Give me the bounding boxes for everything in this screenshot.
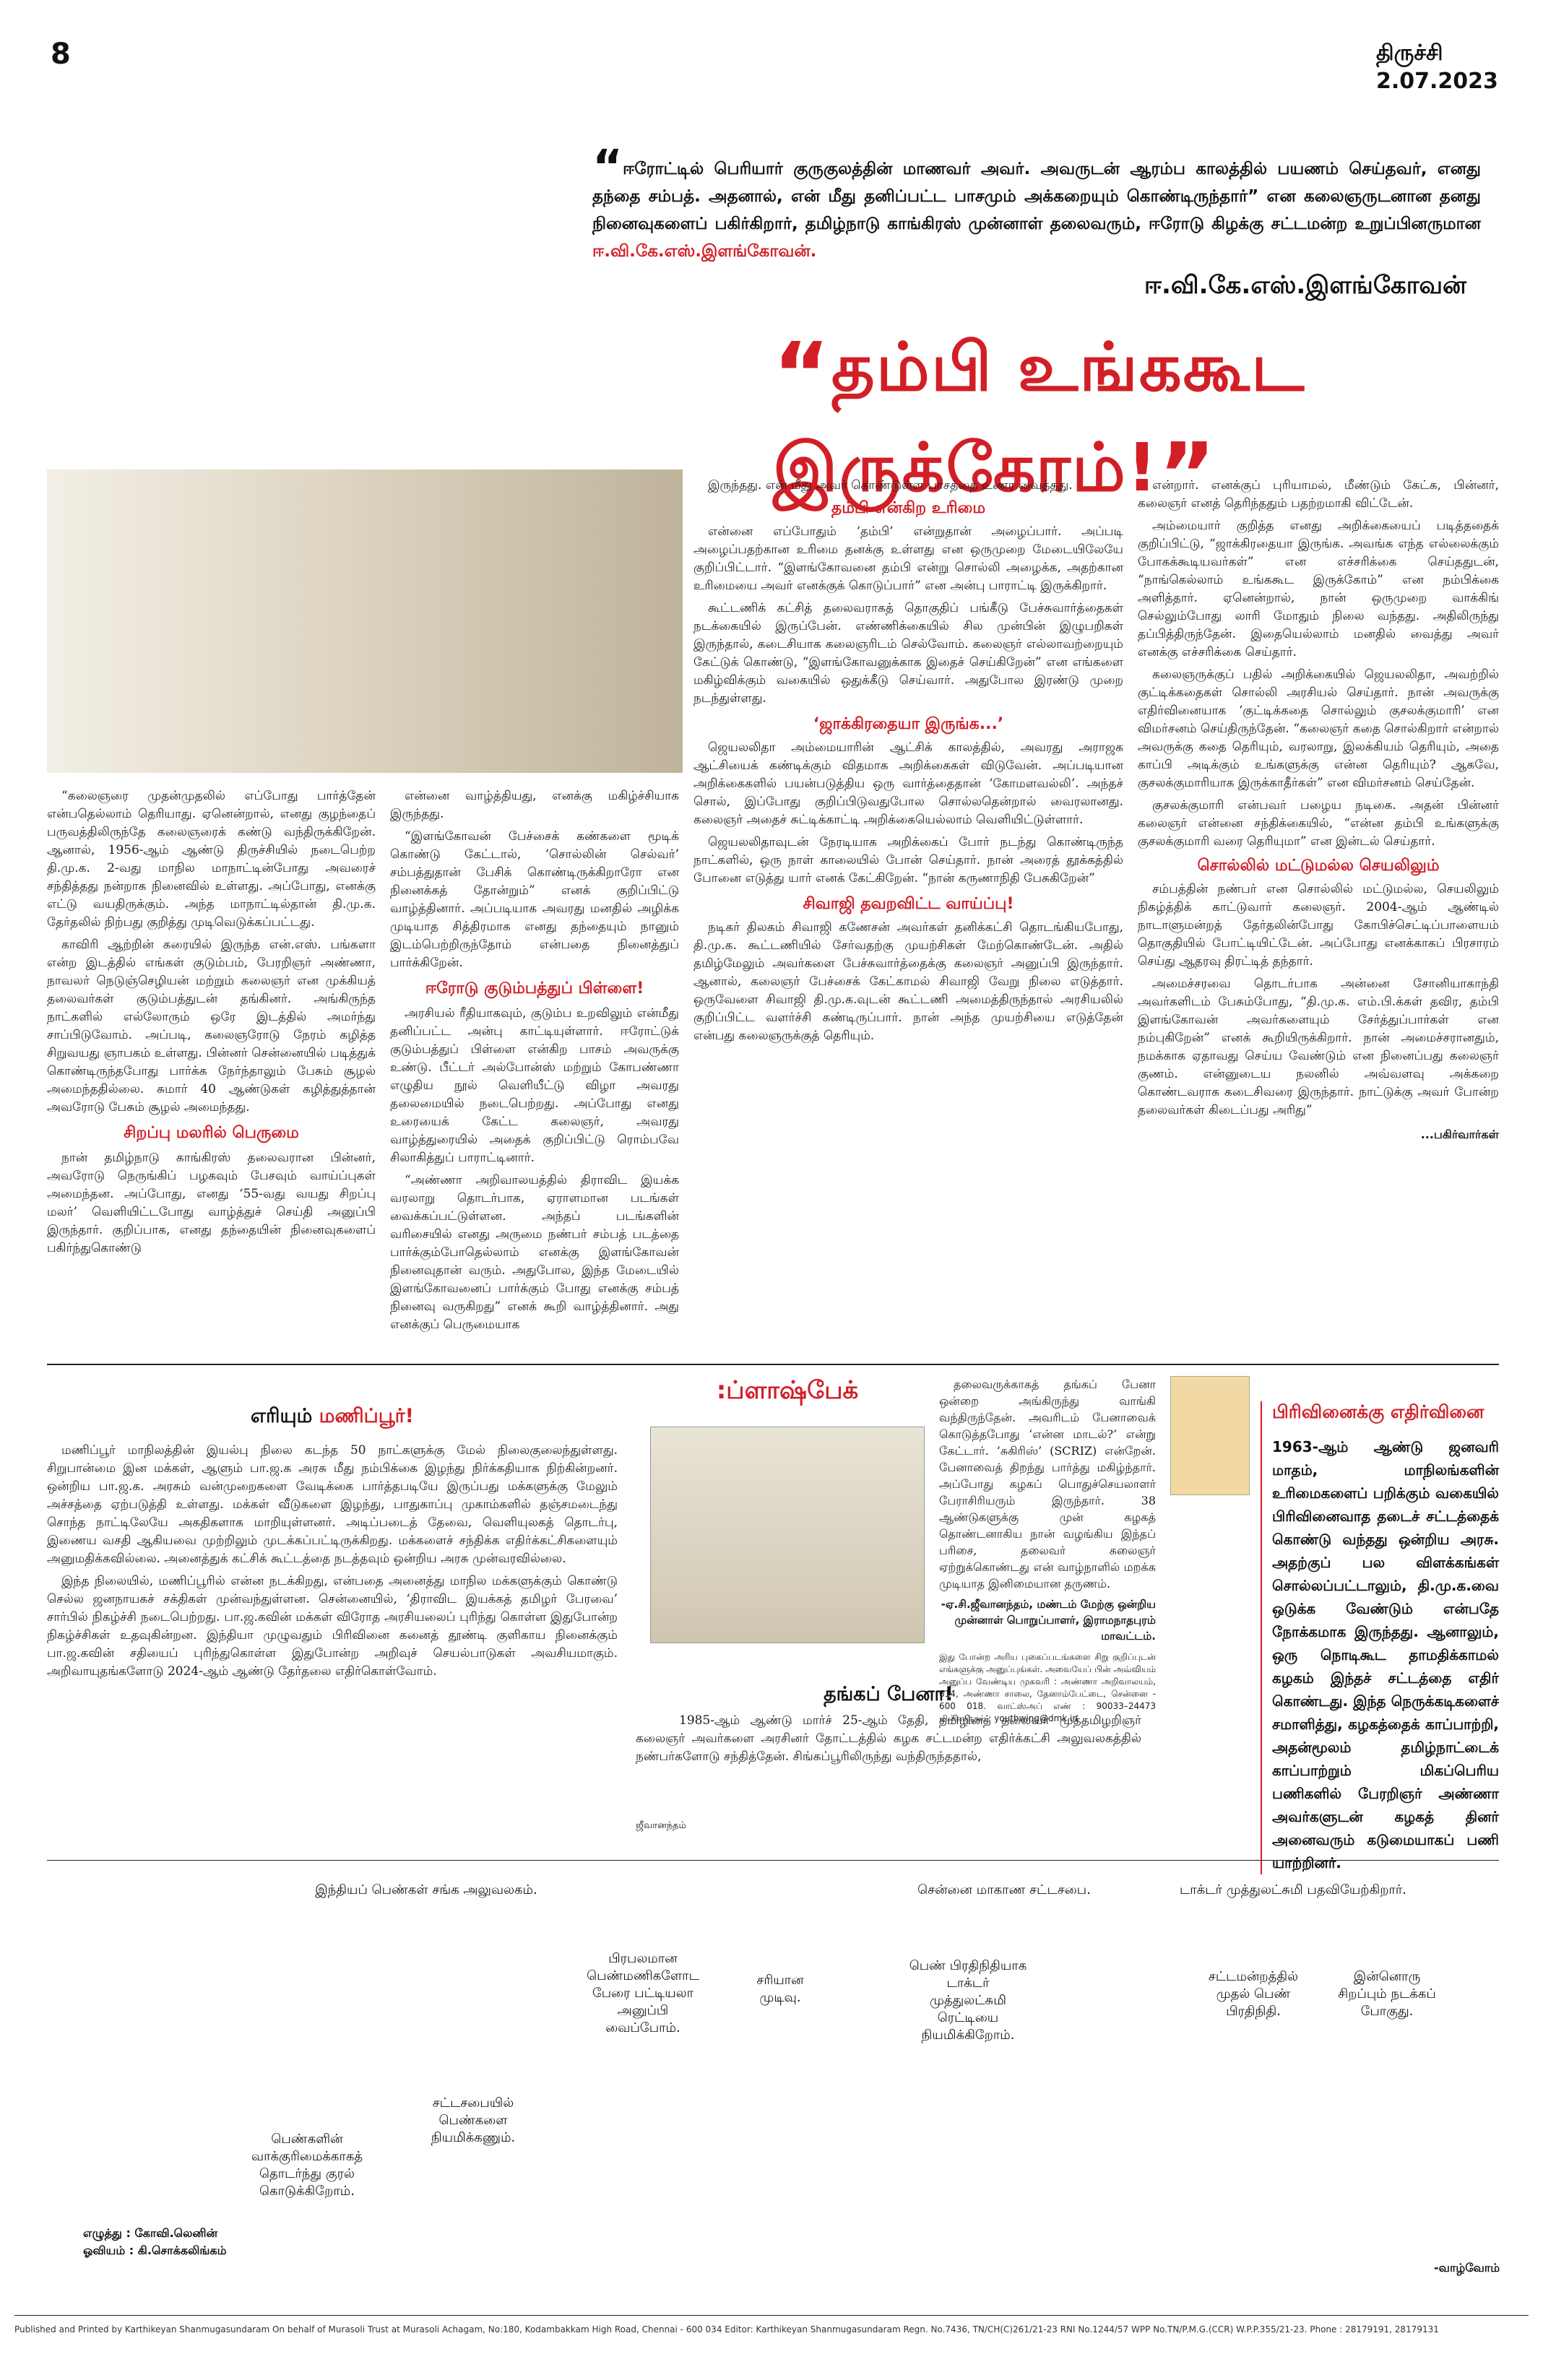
headline-open-quote: “ — [773, 325, 831, 425]
manipur-text: மணிப்பூர் மாநிலத்தின் இயல்பு நிலை கடந்த … — [47, 1442, 618, 1681]
paragraph: காவிரி ஆற்றின் கரையில் இருந்த என்.எஸ். ப… — [47, 938, 376, 1115]
paragraph: குசலக்குமாரி என்பவர் பழைய நடிகை. அதன் பி… — [1138, 798, 1499, 849]
paragraph: “இளங்கோவன் பேச்சைக் கண்களை மூடிக் கொண்டு… — [390, 829, 679, 970]
article-column-4: என்றார். எனக்குப் புரியாமல், மீண்டும் கே… — [1138, 477, 1499, 1143]
paragraph: நான் தமிழ்நாடு காங்கிரஸ் தலைவரான பின்னர்… — [47, 1151, 376, 1255]
artist-credit: ஓவியம் : கி.சொக்கலிங்கம் — [83, 2243, 227, 2257]
photo-credit: ஜீவானந்தம் — [636, 1820, 686, 1831]
open-quote: “ — [592, 141, 623, 194]
subheading: ‘ஜாக்கிரதையா இருங்க...’ — [813, 715, 1004, 733]
paragraph: கலைஞருக்குப் பதில் அறிக்கையில் ஜெயலலிதா,… — [1138, 667, 1499, 790]
box-title: பிரிவினைக்கு எதிர்வினை — [1272, 1401, 1484, 1422]
flashback-title: :ப்ளாஷ்பேக் — [716, 1376, 859, 1405]
section-divider — [47, 1364, 1499, 1365]
comic-caption: டாக்டர் முத்துலட்சுமி பதவியேற்கிறார். — [1179, 1882, 1407, 1897]
sign-off: ...பகிர்வார்கள் — [1420, 1128, 1499, 1141]
comic-credits: எழுத்து : கோவி.லெனின் ஓவியம் : கி.சொக்கல… — [83, 2225, 227, 2259]
flashback-text: தலைவருக்காகத் தங்கப் பேனா ஒன்றை அங்கிருந… — [939, 1376, 1156, 1725]
paragraph: என்னை வாழ்த்தியது, எனக்கு மகிழ்ச்சியாக இ… — [390, 789, 679, 821]
subheading: தம்பி என்கிற உரிமை — [831, 499, 986, 517]
paragraph: ஜெயலலிதா அம்மையாரின் ஆட்சிக் காலத்தில், … — [693, 740, 1123, 827]
comic-caption: சென்னை மாகாண சட்டசபை. — [917, 1882, 1091, 1897]
portrait-photo — [47, 469, 683, 773]
comic-caption: இந்தியப் பெண்கள் சங்க அலுவலகம். — [315, 1882, 537, 1897]
flashback-photo — [650, 1427, 925, 1643]
speech-bubble: சட்டசபையில் பெண்களை நியமிக்கணும். — [431, 2095, 516, 2145]
paragraph: அம்மையார் குறித்த எனது அறிக்கையைப் படித்… — [1138, 519, 1499, 659]
writer-credit: எழுத்து : கோவி.லெனின் — [83, 2226, 218, 2240]
paragraph: என்னை எப்போதும் ‘தம்பி’ என்றுதான் அழைப்ப… — [693, 524, 1123, 593]
speech-bubble: சட்டமன்றத்தில் முதல் பெண் பிரதிநிதி. — [1208, 1969, 1299, 2019]
pen-text: 1985-ஆம் ஆண்டு மார்ச் 25-ஆம் தேதி, தமிழி… — [636, 1713, 1141, 1764]
attribution: -ஏ.சி.ஜீவானந்தம், மண்டம் மேற்கு ஒன்றிய ம… — [941, 1598, 1156, 1643]
paragraph: அமைச்சரவை தொடர்பாக அன்னை சோனியாகாந்தி அவ… — [1138, 977, 1499, 1117]
page-number: 8 — [51, 38, 71, 71]
article-column-3: இருந்தது. என் மீது அவர் கொண்டுள்ள பாசத்த… — [693, 477, 1123, 1050]
headline-text: தம்பி உங்ககூட இருக்கோம்! — [773, 329, 1306, 506]
subheading: சொல்லில் மட்டுமல்ல செயலிலும் — [1197, 857, 1440, 875]
opposition-box: பிரிவினைக்கு எதிர்வினை 1963-ஆம் ஆண்டு ஜன… — [1261, 1401, 1499, 1874]
box-title: எரியும் மணிப்பூர்! — [47, 1405, 618, 1430]
book-cover-image — [1170, 1376, 1250, 1495]
subheading: ஈரோடு குடும்பத்துப் பிள்ளை! — [425, 979, 644, 998]
paragraph: என்றார். எனக்குப் புரியாமல், மீண்டும் கே… — [1138, 478, 1499, 511]
paragraph: தலைவருக்காகத் தங்கப் பேனா ஒன்றை அங்கிருந… — [939, 1377, 1156, 1591]
intro-name: ஈ.வி.கே.எஸ்.இளங்கோவன். — [592, 242, 817, 261]
imprint-line: Published and Printed by Karthikeyan Sha… — [14, 2324, 1439, 2334]
headline: “தம்பி உங்ககூட இருக்கோம்!” — [773, 325, 1524, 526]
speech-bubble: இன்னொரு சிறப்பும் நடக்கப் போகுது. — [1338, 1969, 1436, 2019]
section-divider — [47, 1860, 1499, 1861]
paragraph: கூட்டணிக் கட்சித் தலைவராகத் தொகுதிப் பங்… — [693, 601, 1123, 706]
paragraph: “கலைஞரை முதன்முதலில் எப்போது பார்த்தேன் … — [47, 789, 376, 930]
submission-address: இது போன்ற அரிய புகைப்படங்களை சிறு குறிப்… — [939, 1652, 1156, 1723]
intro-text: ஈரோட்டில் பெரியார் குருகுலத்தின் மாணவர் … — [592, 160, 1481, 233]
speech-bubble: சரியான முடிவு. — [756, 1973, 804, 2005]
intro-deck: “ஈரோட்டில் பெரியார் குருகுலத்தின் மாணவர்… — [592, 144, 1481, 265]
paragraph: அரசியல் ரீதியாகவும், குடும்ப உறவிலும் என… — [390, 1006, 679, 1165]
manipur-box: எரியும் மணிப்பூர்! மணிப்பூர் மாநிலத்தின்… — [47, 1405, 618, 1685]
paragraph: ஜெயலலிதாவுடன் நேரடியாக அறிக்கைப் போர் நட… — [693, 835, 1123, 886]
box-title-red: மணிப்பூர்! — [319, 1405, 414, 1427]
subheading: சிறப்பு மலரில் பெருமை — [124, 1124, 299, 1142]
pen-title: தங்கப் பேனா! — [824, 1683, 954, 1705]
speech-bubble: பிரபலமான பெண்மணிகளோட பேரை பட்டியலா அனுப்… — [587, 1951, 699, 2035]
opposition-text: 1963-ஆம் ஆண்டு ஜனவரி மாதம், மாநிலங்களின்… — [1272, 1438, 1499, 1871]
paragraph: மணிப்பூர் மாநிலத்தின் இயல்பு நிலை கடந்த … — [47, 1443, 618, 1566]
box-title-black: எரியும் — [250, 1405, 319, 1427]
paragraph: இந்த நிலையில், மணிப்பூரில் என்ன நடக்கிறத… — [47, 1574, 618, 1679]
comic-end-mark: -வாழ்வோம் — [1434, 2261, 1500, 2275]
paragraph: சம்பத்தின் நண்பர் என சொல்லில் மட்டுமல்ல,… — [1138, 882, 1499, 969]
paragraph: நடிகர் திலகம் சிவாஜி கணேசன் அவர்கள் தனிக… — [693, 920, 1123, 1043]
speech-bubble: பெண் பிரதிநிதியாக டாக்டர் முத்துலட்சுமி … — [909, 1958, 1027, 2043]
edition-date: திருச்சி 2.07.2023 — [1376, 40, 1498, 94]
subheading: சிவாஜி தவறவிட்ட வாய்ப்பு! — [803, 895, 1014, 913]
footer-divider — [14, 2315, 1529, 2316]
article-column-1: “கலைஞரை முதன்முதலில் எப்போது பார்த்தேன் … — [47, 787, 376, 1262]
article-column-2: என்னை வாழ்த்தியது, எனக்கு மகிழ்ச்சியாக இ… — [390, 787, 679, 1338]
paragraph: “அண்ணா அறிவாலயத்தில் திராவிட இயக்க வரலாற… — [390, 1173, 679, 1332]
headline-close-quote: ” — [1158, 425, 1217, 526]
speech-bubble: பெண்களின் வாக்குரிமைக்காகத் தொடர்ந்து கு… — [251, 2132, 363, 2199]
byline: ஈ.வி.கே.எஸ்.இளங்கோவன் — [1144, 271, 1466, 300]
paragraph: இருந்தது. என் மீது அவர் கொண்டுள்ள பாசத்த… — [708, 478, 1073, 493]
